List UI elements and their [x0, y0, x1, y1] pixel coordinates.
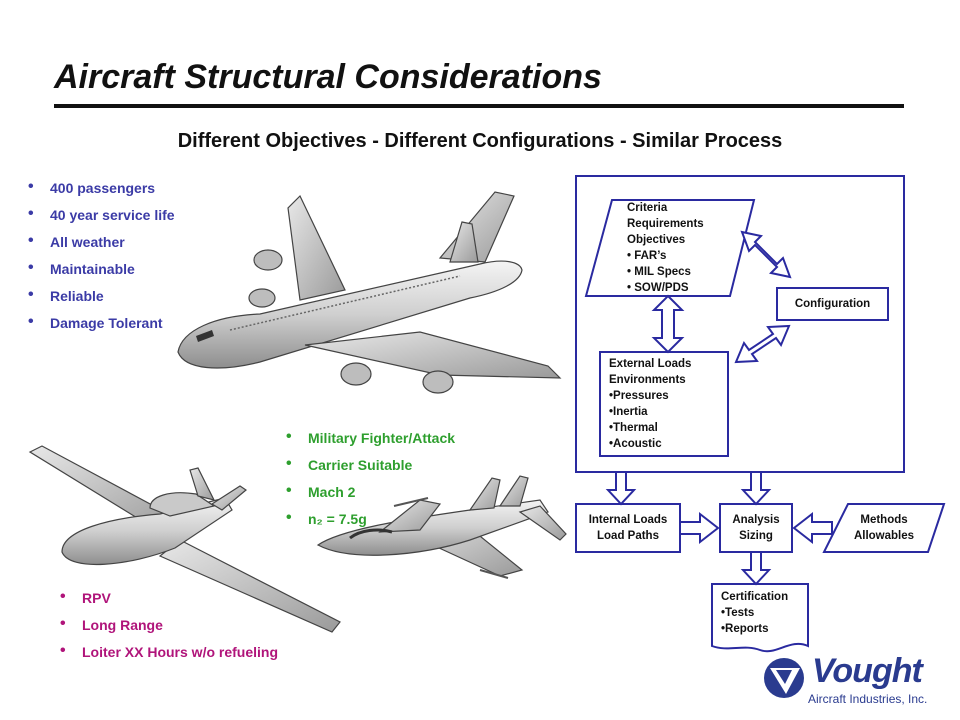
commercial-jet-illustration	[177, 191, 562, 394]
configuration-box	[776, 287, 889, 321]
certification-text: Certification •Tests •Reports	[721, 591, 789, 635]
rpv-bullet-list: •RPV •Long Range •Loiter XX Hours w/o re…	[56, 588, 279, 671]
criteria-box	[584, 199, 756, 297]
list-item: •400 passengers	[28, 178, 156, 196]
slide-subtitle: Different Objectives - Different Configu…	[177, 130, 783, 152]
arrow-criteria-config	[740, 230, 792, 279]
fighter-fuselage	[316, 499, 549, 556]
rpv-v-tail-1	[189, 467, 216, 501]
analysis-box	[719, 503, 793, 553]
list-item: •Maintainable	[28, 259, 135, 277]
certification-box	[711, 583, 809, 653]
criteria-text: Criteria Requirements Objectives • FAR’s…	[627, 202, 704, 294]
fighter-missile-1	[393, 497, 429, 507]
list-item: •40 year service life	[28, 205, 175, 223]
vought-logo-mark	[764, 658, 804, 698]
jet-window-line	[229, 275, 461, 331]
arrow-analysis-cert	[740, 551, 772, 586]
jet-h-stab	[449, 221, 479, 263]
list-item: •Loiter XX Hours w/o refueling	[60, 642, 279, 660]
fighter-missile-2	[479, 569, 509, 579]
arrow-to-internal	[605, 471, 637, 506]
vought-logo-wordmark: Vought	[812, 652, 923, 690]
arrow-methods-analysis	[792, 511, 833, 545]
fighter-canopy	[349, 528, 393, 540]
list-item: •Carrier Suitable	[286, 455, 413, 473]
slide-title: Aircraft Structural Considerations	[54, 58, 602, 96]
analysis-text: Analysis Sizing	[732, 514, 780, 542]
internal-loads-box	[575, 503, 681, 553]
jet-engine-3	[340, 362, 372, 386]
list-item: •Reliable	[28, 286, 104, 304]
methods-box	[822, 503, 946, 553]
list-item: •RPV	[60, 588, 111, 606]
fighter-fin-2	[498, 475, 529, 507]
title-underline	[54, 104, 904, 108]
jet-tail-fin	[438, 191, 515, 263]
jet-engine-2	[248, 288, 276, 308]
fighter-lex	[378, 499, 442, 533]
vought-logo-subtitle: Aircraft Industries, Inc.	[808, 692, 928, 706]
rpv-illustration	[28, 445, 341, 633]
configuration-label: Configuration	[794, 298, 871, 310]
list-item: •All weather	[28, 232, 125, 250]
arrow-criteria-external	[651, 294, 685, 354]
commercial-bullet-list: •400 passengers •40 year service life •A…	[24, 178, 175, 342]
list-item: •Military Fighter/Attack	[286, 428, 456, 446]
military-bullet-list: •Military Fighter/Attack •Carrier Suitab…	[282, 428, 456, 538]
list-item: •Long Range	[60, 615, 163, 633]
fighter-illustration	[316, 475, 567, 579]
fighter-stab	[518, 505, 567, 541]
arrow-to-analysis	[740, 471, 772, 506]
jet-upper-wing	[287, 194, 346, 301]
list-item: •Mach 2	[286, 482, 356, 500]
rpv-v-tail-2	[210, 485, 248, 511]
jet-lower-wing	[304, 331, 562, 379]
jet-engine-4	[422, 370, 454, 394]
list-item: •n₂ = 7.5g	[286, 509, 367, 527]
jet-fuselage	[177, 260, 523, 369]
process-diagram	[575, 175, 946, 653]
fighter-fin-1	[468, 477, 501, 511]
arrow-internal-analysis	[679, 511, 720, 545]
arrow-external-config	[734, 324, 791, 364]
external-loads-text: External Loads Environments •Pressures •…	[609, 358, 692, 450]
external-loads-box	[599, 351, 729, 457]
list-item: •Damage Tolerant	[28, 313, 163, 331]
internal-loads-text: Internal Loads Load Paths	[588, 514, 668, 542]
jet-cockpit	[196, 330, 214, 342]
methods-text: Methods Allowables	[853, 514, 915, 542]
process-arrows	[605, 230, 833, 586]
jet-engine-1	[253, 249, 283, 271]
